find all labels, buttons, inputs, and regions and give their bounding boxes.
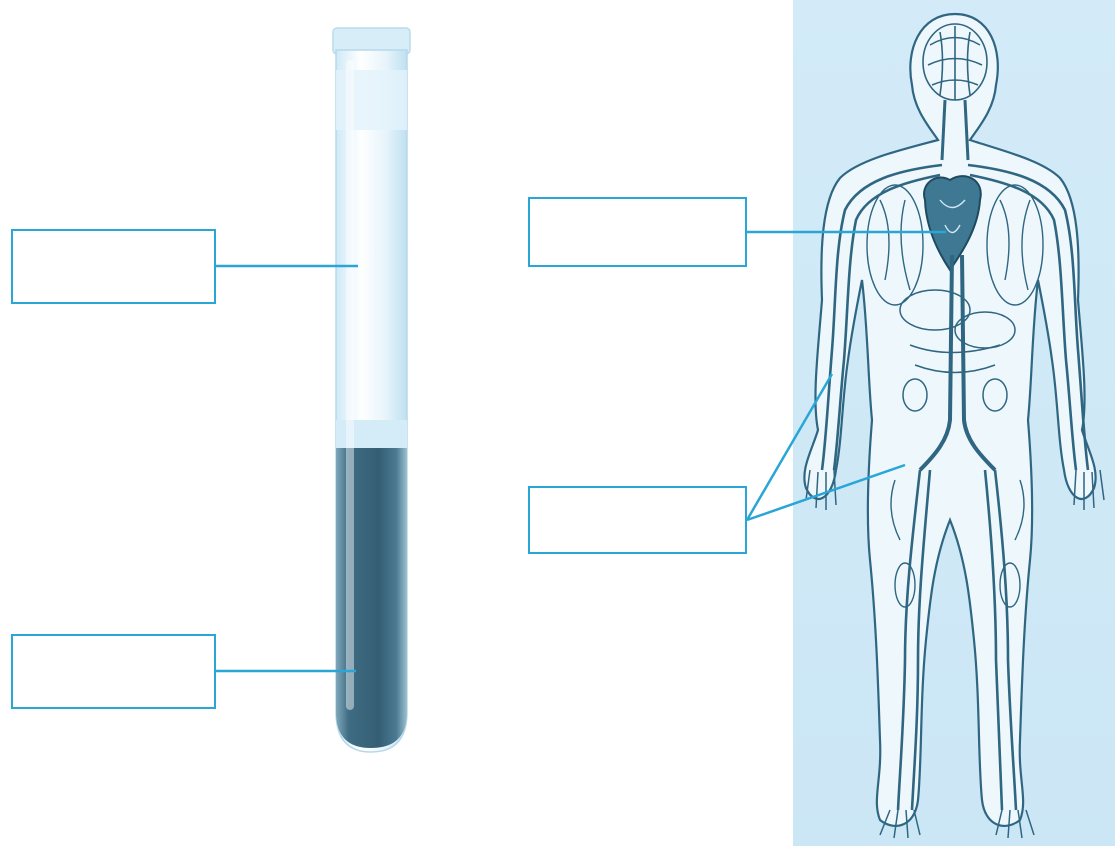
blood-cells-label-box[interactable] [11,634,216,709]
blood-vessels-label-box[interactable] [528,486,747,554]
circulatory-system-figure [793,0,1115,846]
test-tube-icon [333,28,410,752]
plasma-label-box[interactable] [11,229,216,304]
tube-highlight [346,60,354,710]
heart-label-box[interactable] [528,197,747,267]
